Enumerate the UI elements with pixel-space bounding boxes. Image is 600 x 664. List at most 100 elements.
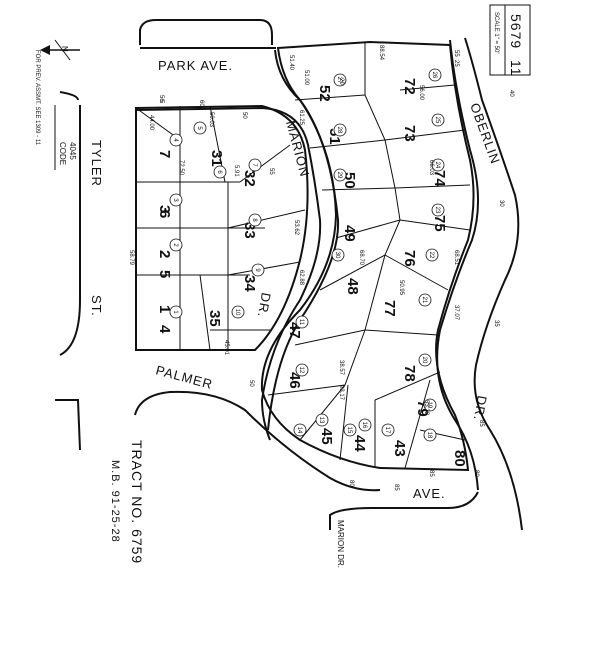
parcel-circle [333,168,347,182]
parcel-marker-13: 13 [315,413,329,427]
dimension-label: 60 [198,100,204,107]
parcel-circle [169,193,183,207]
dimension-label: 50 [248,380,254,387]
parcel-circle [248,158,262,172]
marion-dr-top-label: DR. [255,291,274,319]
parcel-marker-30: 30 [331,248,345,262]
lot-number-44: 44 [351,435,368,452]
dimension-label: 61.25 [298,110,304,126]
parcel-number: 30 [334,252,340,259]
dimension-label: 44.00 [148,115,154,131]
parcel-marker-29: 29 [333,168,347,182]
parcel-circle [315,413,329,427]
parcel-marker-23: 23 [431,203,445,217]
parcel-circle [418,293,432,307]
parcel-circle [213,165,227,179]
parcel-circle [431,113,445,127]
dimension-label: 85 [393,484,399,491]
parcel-marker-17: 17 [381,423,395,437]
dimension-label: 53.23 [423,400,429,416]
palmer-north-curve [134,390,381,492]
lot-number-49: 49 [341,225,358,242]
palmer-label: PALMER [154,362,214,392]
sheet-number: 11 [508,60,524,77]
parcel-circle [343,423,357,437]
parcel-marker-19: 19 [423,398,437,412]
park-ave-label: PARK AVE. [158,58,233,73]
lot-number-77: 77 [381,300,398,317]
parcel-marker-21: 21 [418,293,432,307]
parcel-number: 5 [196,126,202,130]
parcel-circle [169,305,183,319]
dimension-label: 5 [158,100,164,104]
prev-assmt-note: FOR PREV. ASSMT. SEE 1309 - 11 [34,50,40,146]
north-arrow-head [40,45,50,55]
dimension-label: 85 [428,470,434,477]
lot-number-34: 34 [241,275,258,292]
dimension-label: 68.51 [453,250,459,266]
parcel-marker-12: 12 [295,363,309,377]
scale-label: SCALE 1" = 50' [493,12,499,53]
lot-number-73: 73 [401,125,418,142]
dimension-label: 35 [493,320,499,327]
street-lines [55,19,523,531]
palmer-south-curve [329,491,479,530]
parcel-marker-16: 16 [358,418,372,432]
parcel-circle [431,158,445,172]
parcel-number: 12 [298,367,304,374]
lot-number-72: 72 [401,78,418,95]
tyler-label: TYLER [89,140,104,187]
parcel-number: 1 [172,310,178,314]
parcel-number: 21 [421,297,427,304]
parcel-number: 8 [251,218,257,222]
parcel-marker-8: 8 [248,213,262,227]
lot-number-31: 31 [208,150,225,167]
block-west-outline [135,104,309,351]
tyler-st-east-line [59,105,81,356]
parcel-circle [423,428,437,442]
parcel-marker-7: 7 [248,158,262,172]
dimension-label: 62.88 [298,270,304,286]
lot-number-4: 4 [156,325,173,334]
parcel-circle [193,121,207,135]
dimension-label: 56 [158,95,164,102]
parcel-marker-5: 5 [193,121,207,135]
lot-number-48: 48 [344,278,361,295]
dimension-label: 72.50 [178,160,184,176]
dimension-label: 53.62 [293,220,299,236]
parcel-marker-3: 3 [169,193,183,207]
parcel-circle [333,123,347,137]
parcel-marker-15: 15 [343,423,357,437]
lot-number-6: 6 [156,210,173,218]
lot-number-74: 74 [431,170,448,187]
parcel-number: 10 [234,309,240,316]
oberlin-dr-label: DR. [471,394,490,422]
parcel-number: 17 [384,427,390,434]
parcel-circle [418,353,432,367]
parcel-marker-22: 22 [425,248,439,262]
parcel-marker-14: 14 [293,423,307,437]
dimension-label: 30 [498,200,504,207]
parcel-number: 6 [216,170,222,174]
parcel-marker-24: 24 [431,158,445,172]
dimension-label: 45.01 [223,340,229,356]
marion-dr-bottom-label: MARION DR. [336,520,345,568]
parcel-circle [331,248,345,262]
parcel-number: 2 [172,243,178,247]
parcel-marker-20: 20 [418,353,432,367]
lot-number-7: 7 [156,150,173,158]
parcel-number: 4 [172,138,178,142]
dimension-label: 56.00 [418,85,424,101]
parcel-marker-27: 27 [333,73,347,87]
lot-number-80: 80 [451,450,468,467]
dimension-label: 93.17 [338,385,344,401]
lot-number-5: 5 [156,270,173,278]
dimension-label: 66.03 [428,160,434,176]
parcel-circle [169,133,183,147]
parcel-circle [169,238,183,252]
lot-number-76: 76 [401,250,418,267]
parcel-number: 22 [428,252,434,259]
